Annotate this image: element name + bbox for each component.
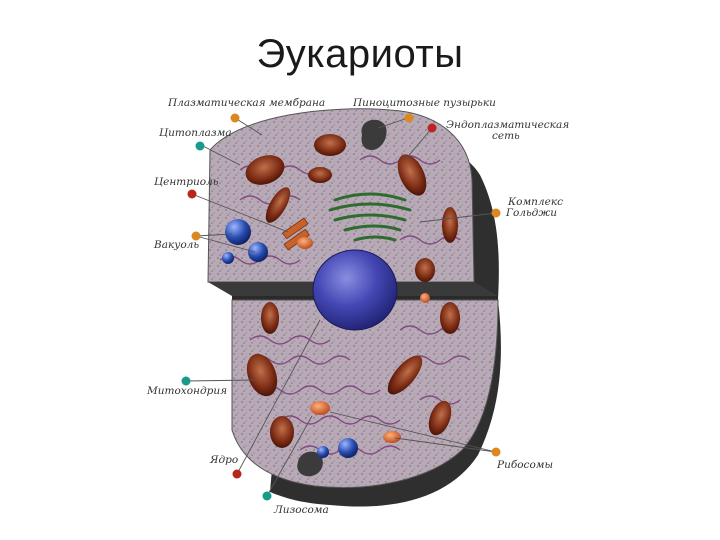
lysosome: [420, 293, 430, 303]
vacuole: [317, 446, 329, 458]
pointer-lines: [185, 117, 497, 497]
nucleus: [312, 249, 398, 331]
pin-golgi: [491, 208, 501, 218]
vacuole: [222, 252, 234, 264]
pin-er: [427, 123, 437, 133]
cell-upper-block: [207, 108, 475, 283]
mitochondrion: [397, 154, 427, 196]
mitochondrion: [415, 258, 435, 282]
pin-pinocytic: [404, 113, 414, 123]
pin-mitochondria: [181, 376, 191, 386]
pin-lysosome: [262, 491, 272, 501]
mitochondrion: [308, 167, 332, 183]
pin-plasma-membrane: [230, 113, 240, 123]
mitochondrion: [314, 134, 346, 156]
label-er-line1: Эндоплазматическая: [446, 119, 570, 131]
label-cytoplasm: Цитоплазма: [159, 127, 232, 139]
mitochondrion: [440, 302, 460, 334]
lysosome: [297, 237, 313, 249]
label-mitochondria: Митохондрия: [147, 385, 228, 397]
pin-ribosomes: [491, 447, 501, 457]
mitochondrion: [442, 207, 458, 243]
centriole: [282, 217, 310, 251]
pin-nucleus: [232, 469, 242, 479]
slide-title: Эукариоты: [256, 32, 464, 76]
lysosome: [310, 401, 330, 415]
label-ribosomes: Рибосомы: [497, 459, 554, 471]
lysosome-pit: [297, 451, 323, 477]
label-lysosome: Лизосома: [274, 504, 329, 516]
pin-cytoplasm: [195, 141, 205, 151]
lysosome: [383, 431, 401, 443]
label-er-line2: сеть: [492, 130, 520, 142]
pin-centriole: [187, 189, 197, 199]
mitochondrion: [245, 155, 285, 185]
label-golgi-line2: Гольджи: [506, 207, 558, 219]
label-nucleus: Ядро: [210, 454, 239, 466]
vacuole: [225, 219, 251, 245]
label-plasma-membrane: Плазматическая мембрана: [168, 97, 326, 109]
mitochondrion: [270, 416, 294, 448]
label-pinocytic-vesicles: Пиноцитозные пузырьки: [353, 97, 496, 109]
mitochondrion: [387, 355, 423, 395]
pin-vacuole: [191, 231, 201, 241]
label-vacuole: Вакуоль: [154, 239, 200, 251]
mitochondrion: [265, 187, 291, 223]
vacuole: [338, 438, 358, 458]
golgi-complex: [328, 192, 412, 242]
label-centriole: Центриоль: [154, 176, 219, 188]
label-golgi-line1: Комплекс: [508, 196, 563, 208]
vacuole: [248, 242, 268, 262]
mitochondrion: [246, 353, 278, 397]
mitochondrion: [261, 302, 279, 334]
mitochondrion: [428, 400, 452, 436]
